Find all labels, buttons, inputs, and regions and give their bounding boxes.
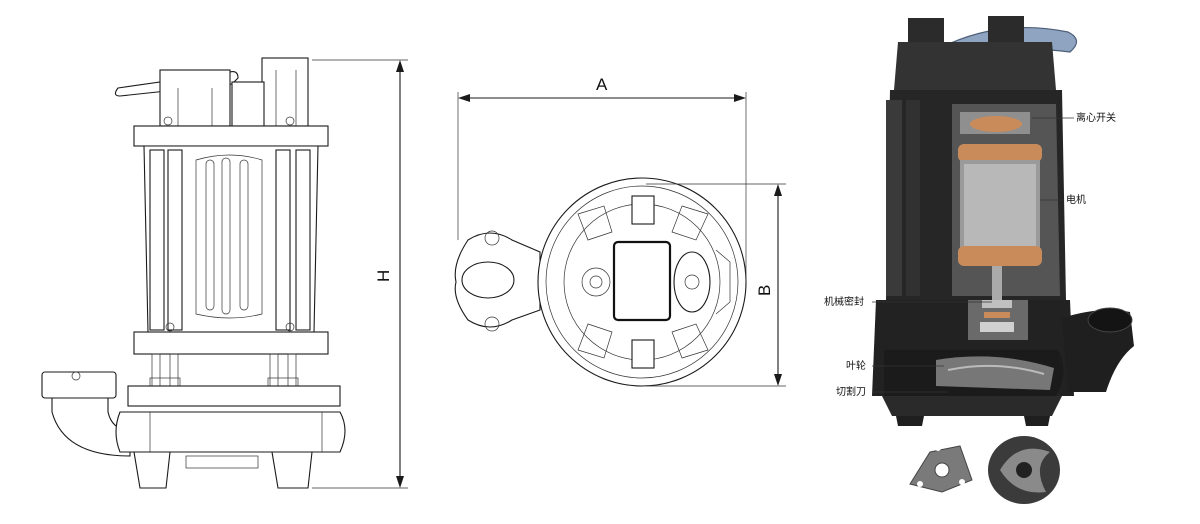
base (882, 396, 1062, 416)
fin (295, 149, 311, 331)
height-dimension: H (312, 59, 408, 489)
height-label: H (374, 270, 393, 282)
fin (149, 149, 165, 331)
callout-cutter: 切割刀 (836, 385, 866, 398)
foot (271, 451, 313, 489)
cap-left (908, 18, 944, 42)
winding-top (958, 144, 1042, 162)
bottom-lug (631, 339, 655, 369)
callout-motor: 电机 (1066, 193, 1086, 206)
cap-right (988, 16, 1024, 44)
top-center-block (231, 81, 265, 127)
callout-mechanical-seal: 机械密封 (824, 295, 864, 308)
pump-flange (127, 385, 341, 407)
fin (167, 149, 183, 331)
fin (275, 149, 291, 331)
volute (115, 411, 346, 453)
callout-leaders (872, 117, 1074, 393)
impeller-cutaway (936, 356, 1054, 390)
depth-dimension: B (646, 183, 786, 387)
front-view-drawing (41, 57, 346, 489)
discharge-elbow (51, 397, 131, 457)
center-box (612, 240, 672, 322)
top-flange (133, 125, 329, 147)
width-dimension: A (457, 75, 747, 282)
cutaway-view (872, 16, 1134, 504)
callout-impeller: 叶轮 (846, 359, 866, 372)
winding-bottom (958, 246, 1042, 266)
top-discharge-flange (454, 232, 541, 328)
top-lug (631, 195, 655, 225)
width-label: A (596, 75, 608, 94)
top-housing-dark (894, 42, 1056, 90)
callout-centrifugal-switch: 离心开关 (1076, 111, 1116, 124)
cable-gland (261, 57, 309, 127)
top-view-drawing (454, 177, 747, 387)
handle-bar (114, 71, 239, 97)
discharge-flange (41, 371, 117, 399)
middle-flange (133, 331, 329, 355)
depth-label: B (755, 285, 774, 296)
foot (133, 451, 171, 489)
